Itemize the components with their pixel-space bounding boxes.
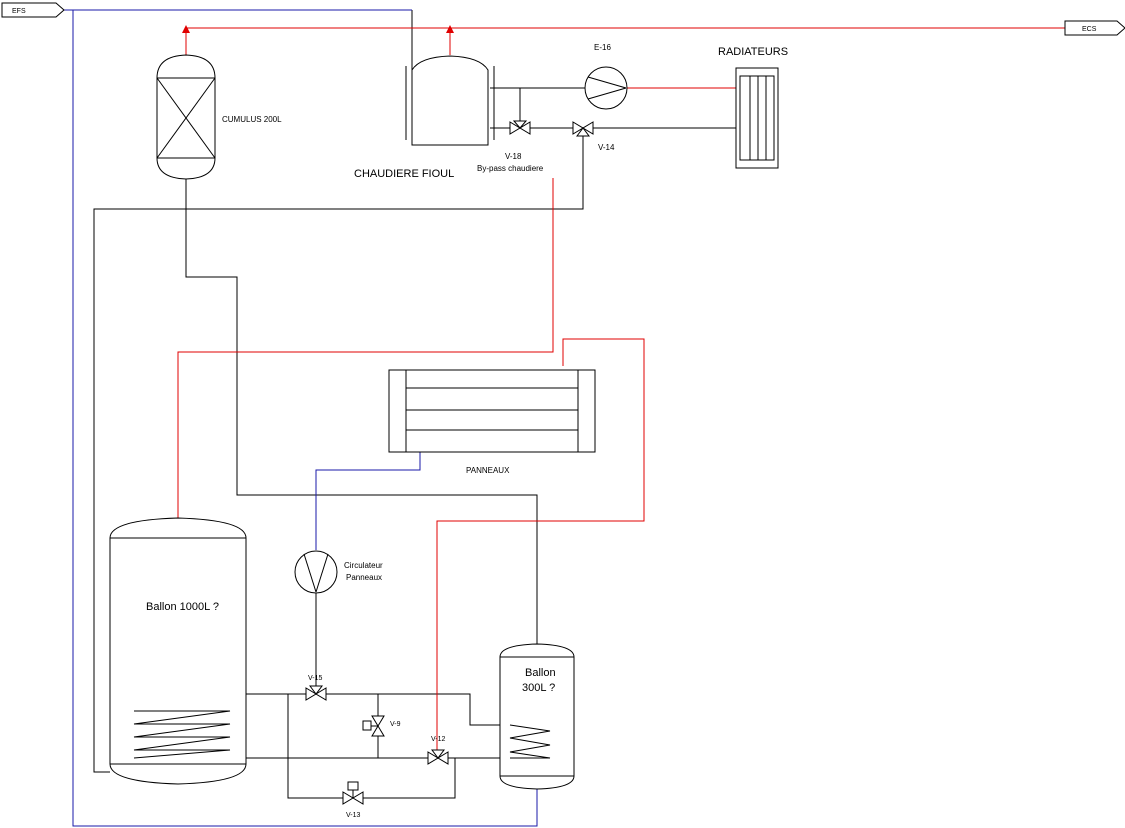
v13-label: V-13 (346, 812, 361, 819)
radiateurs (735, 67, 779, 169)
ballon-300-label-2: 300L ? (522, 682, 555, 694)
valve-v13 (342, 781, 364, 805)
valve-v12 (427, 749, 449, 765)
circ-label-1: Circulateur (344, 561, 383, 570)
panneaux-label: PANNEAUX (466, 466, 510, 475)
ballon-300-label-1: Ballon (525, 667, 556, 679)
pipes-blue (64, 9, 538, 827)
ballon-300-tank (499, 643, 575, 790)
bypass-label: By-pass chaudiere (477, 164, 544, 173)
ecs-label: ECS (1082, 26, 1097, 33)
pipes-black (93, 10, 736, 799)
v18-label: V-18 (505, 152, 522, 161)
v9-label: V-9 (390, 721, 401, 728)
v12-label: V-12 (431, 736, 446, 743)
radiateurs-label: RADIATEURS (718, 46, 788, 58)
valve-v9 (362, 715, 385, 737)
ballon-1000-tank (109, 517, 247, 785)
chaudiere-boiler (405, 55, 495, 146)
cumulus-label: CUMULUS 200L (222, 115, 282, 124)
valve-v15 (305, 685, 327, 701)
e16-label: E-16 (594, 43, 611, 52)
efs-tag: EFS (1, 2, 65, 18)
pump-e16 (584, 66, 628, 110)
ecs-tag: ECS (1064, 20, 1125, 36)
v15-label: V-15 (308, 675, 323, 682)
valve-v14 (572, 121, 594, 137)
ballon-1000-label: Ballon 1000L ? (146, 601, 219, 613)
cumulus-tank (156, 54, 216, 180)
circulateur-panneaux (294, 550, 338, 594)
pipes-red (177, 25, 1065, 750)
valve-v18 (509, 120, 531, 135)
panneaux (388, 369, 596, 453)
chaudiere-label: CHAUDIERE FIOUL (354, 168, 454, 180)
efs-label: EFS (12, 8, 26, 15)
circ-label-2: Panneaux (346, 573, 382, 582)
v14-label: V-14 (598, 143, 615, 152)
